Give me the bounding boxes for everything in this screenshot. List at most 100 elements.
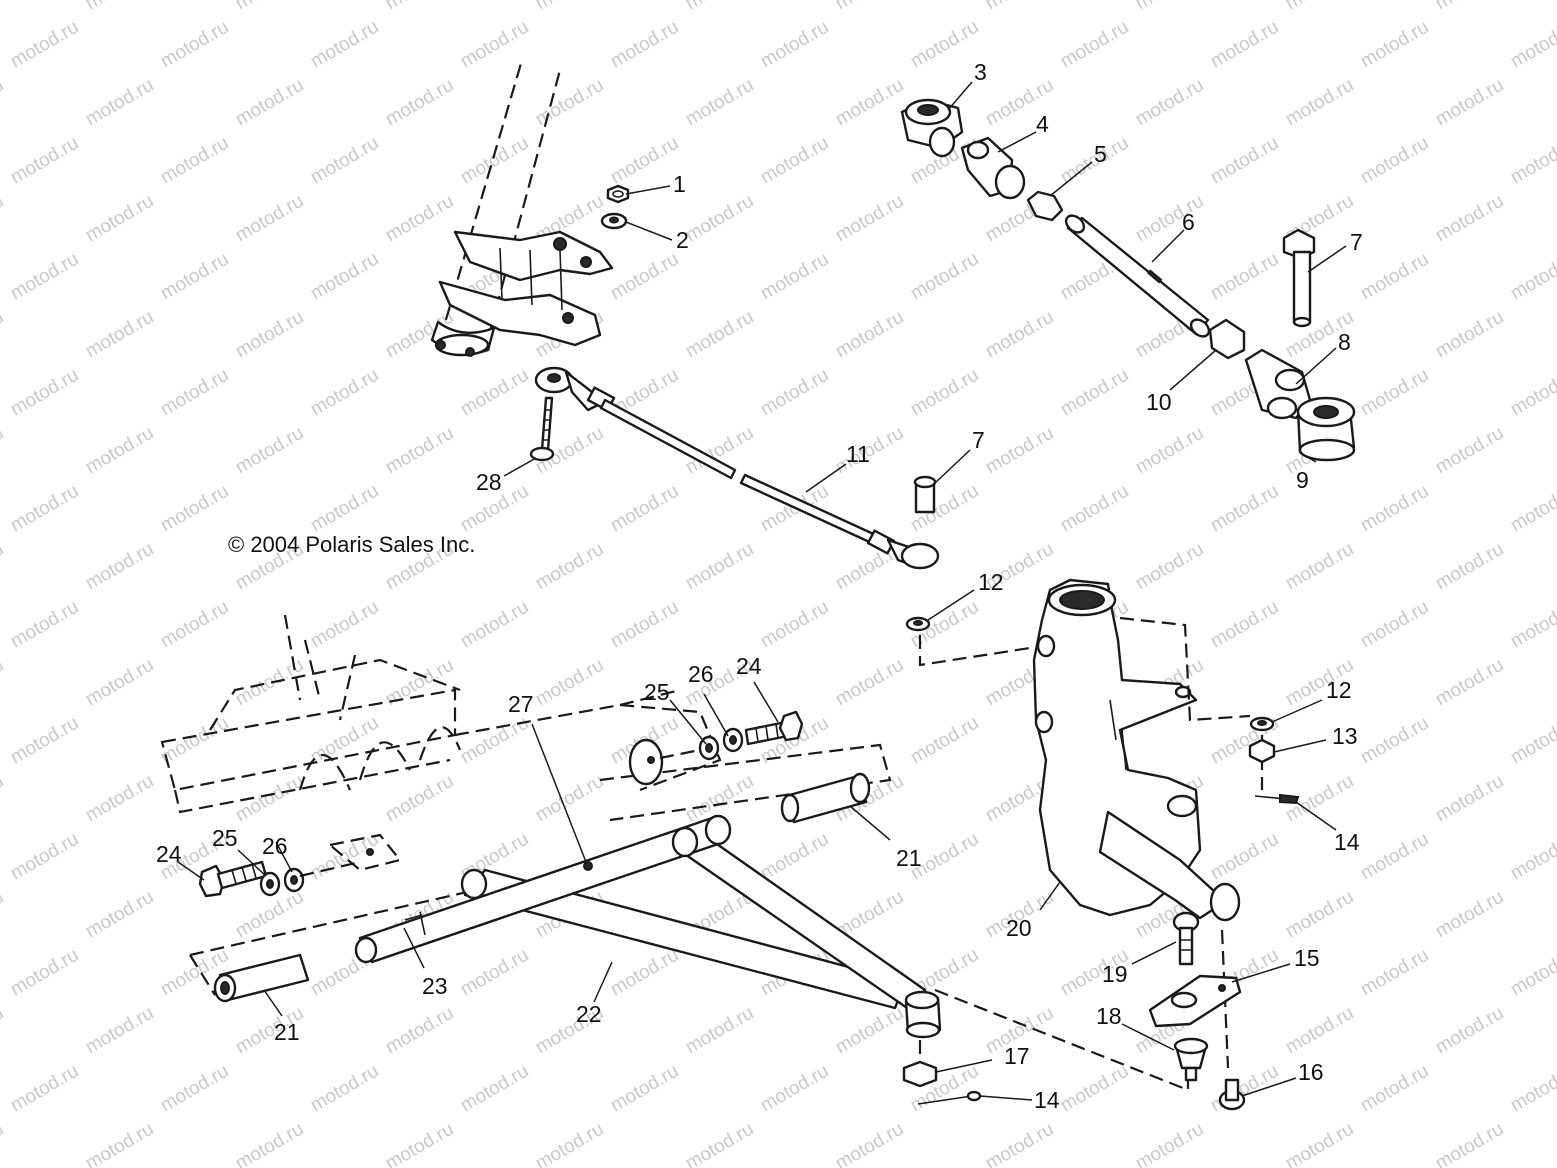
watermark-text: motod.ru — [907, 249, 982, 305]
nut-17 — [902, 1060, 938, 1088]
cotter-pin-14-bottom — [917, 1090, 982, 1105]
watermark-text: motod.ru — [757, 365, 832, 421]
callout-19: 19 — [1102, 961, 1128, 987]
jam-nut-5 — [1026, 190, 1064, 222]
watermark-text: motod.ru — [1132, 1119, 1207, 1168]
watermark-text: motod.ru — [1507, 133, 1557, 189]
jam-nut-10 — [1208, 318, 1246, 360]
watermark-text: motod.ru — [82, 1003, 157, 1059]
watermark-text: motod.ru — [1432, 307, 1507, 363]
adjuster-sleeve-6 — [1064, 214, 1211, 338]
watermark-text: motod.ru — [907, 17, 982, 73]
watermark-text: motod.ru — [1207, 249, 1282, 305]
watermark-text: motod.ru — [382, 423, 457, 479]
watermark-text: motod.ru — [232, 0, 307, 14]
watermark-text: motod.ru — [157, 597, 232, 653]
watermark-text: motod.ru — [82, 423, 157, 479]
watermark-text: motod.ru — [757, 597, 832, 653]
watermark-text: motod.ru — [1507, 713, 1557, 769]
callout-24-left: 24 — [156, 841, 182, 867]
watermark-text: motod.ru — [1207, 597, 1282, 653]
rod-end-8 — [1244, 348, 1312, 420]
watermark-text: motod.ru — [757, 1061, 832, 1117]
watermark-text: motod.ru — [1357, 945, 1432, 1001]
watermark-text: motod.ru — [832, 1119, 907, 1168]
washer-12-a — [905, 616, 931, 632]
watermark-text: motod.ru — [0, 0, 7, 14]
watermark-text: motod.ru — [607, 597, 682, 653]
watermark-text: motod.ru — [457, 17, 532, 73]
watermark-text: motod.ru — [1432, 771, 1507, 827]
callout-3: 3 — [974, 59, 987, 85]
watermark-text: motod.ru — [532, 75, 607, 131]
watermark-text: motod.ru — [682, 191, 757, 247]
watermark-text: motod.ru — [232, 771, 307, 827]
watermark-text: motod.ru — [1432, 539, 1507, 595]
bolt-19 — [1172, 911, 1200, 966]
watermark-text: motod.ru — [232, 75, 307, 131]
washer — [600, 212, 628, 230]
watermark-text: motod.ru — [607, 249, 682, 305]
assembly-line-ball-joint — [934, 988, 1190, 1092]
watermark-text: motod.ru — [1207, 17, 1282, 73]
watermark-text: motod.ru — [832, 0, 907, 14]
washer-26-left — [283, 867, 305, 893]
callout-25-right: 25 — [644, 679, 670, 705]
watermark-text: motod.ru — [157, 133, 232, 189]
watermark-text: motod.ru — [232, 423, 307, 479]
callout-14-bottom: 14 — [1034, 1087, 1060, 1113]
bolt-28 — [529, 396, 555, 462]
spindle-20 — [1032, 578, 1241, 922]
watermark-text: motod.ru — [682, 75, 757, 131]
watermark-text: motod.ru — [1507, 249, 1557, 305]
callout-8: 8 — [1338, 329, 1351, 355]
watermark-text: motod.ru — [82, 307, 157, 363]
watermark-text: motod.ru — [682, 307, 757, 363]
watermark-text: motod.ru — [532, 655, 607, 711]
watermark-text: motod.ru — [232, 191, 307, 247]
leader-lines — [177, 81, 1347, 1101]
watermark-text: motod.ru — [0, 655, 7, 711]
callout-26-right: 26 — [688, 661, 714, 687]
watermark-text: motod.ru — [0, 191, 7, 247]
watermark-text: motod.ru — [907, 365, 982, 421]
watermark-text: motod.ru — [1357, 481, 1432, 537]
watermark-text: motod.ru — [157, 249, 232, 305]
callout-27: 27 — [508, 691, 534, 717]
callout-20: 20 — [1006, 915, 1032, 941]
callout-6: 6 — [1182, 209, 1195, 235]
watermark-text: motod.ru — [682, 539, 757, 595]
watermark-text: motod.ru — [7, 133, 82, 189]
callout-7-mid: 7 — [972, 427, 985, 453]
watermark-text: motod.ru — [1282, 0, 1357, 14]
watermark-text: motod.ru — [682, 1003, 757, 1059]
watermark-text: motod.ru — [457, 133, 532, 189]
assembly-line-spindle-right — [1119, 616, 1251, 722]
watermark-text: motod.ru — [7, 829, 82, 885]
callout-28: 28 — [476, 469, 502, 495]
watermark-text: motod.ru — [382, 1003, 457, 1059]
watermark-text: motod.ru — [157, 365, 232, 421]
callout-2: 2 — [676, 227, 689, 253]
watermark-text: motod.ru — [82, 655, 157, 711]
watermark-text: motod.ru — [457, 713, 532, 769]
watermark-text: motod.ru — [1507, 1061, 1557, 1117]
cotter-pin-14-right — [1254, 793, 1300, 805]
watermark-text: motod.ru — [1132, 539, 1207, 595]
rod-end-4 — [960, 136, 1026, 200]
watermark-text: motod.ru — [232, 1119, 307, 1168]
watermark-text: motod.ru — [0, 771, 7, 827]
callout-23: 23 — [422, 973, 448, 999]
watermark-text: motod.ru — [682, 0, 757, 14]
watermark-text: motod.ru — [1357, 713, 1432, 769]
watermark-text: motod.ru — [1207, 1061, 1282, 1117]
watermark-text: motod.ru — [607, 481, 682, 537]
watermark-text: motod.ru — [1357, 597, 1432, 653]
screw-16 — [1218, 1078, 1246, 1111]
watermark-text: motod.ru — [1282, 539, 1357, 595]
callout-25-left: 25 — [212, 825, 238, 851]
watermark-text: motod.ru — [382, 75, 457, 131]
watermark-text: motod.ru — [457, 365, 532, 421]
watermark-text: motod.ru — [1357, 249, 1432, 305]
